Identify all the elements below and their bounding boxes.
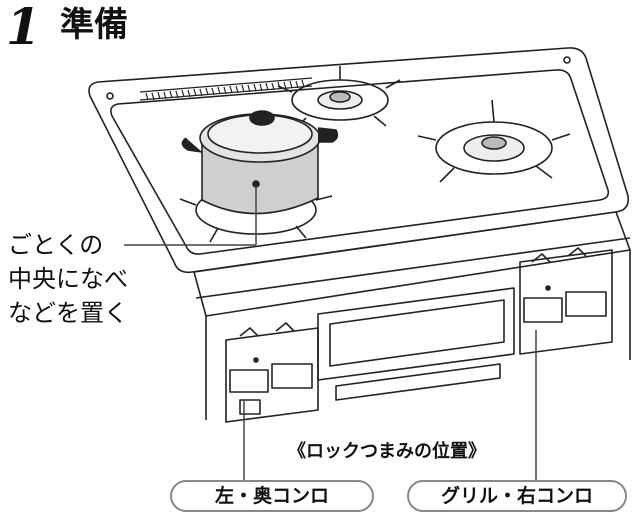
instruction-line: ごとくの [8,231,104,259]
cabinet-side [205,250,631,420]
burner-icon-right [417,99,571,183]
grill-door [317,287,515,401]
cooktop-inner-edge [110,69,610,255]
control-knob-icon-left [225,322,319,423]
callout-left-back-burner: 左・奥コンロ [170,480,374,512]
burner-icon-back [277,66,401,129]
step-number: 1 [6,0,41,56]
page-title: 準備 [60,5,128,45]
instruction-line: 中央になべ [8,265,128,293]
callout-grill-right-burner: グリル・右コンロ [407,480,627,512]
pot-icon [181,110,339,215]
instruction-note: ごとくの 中央になべ などを置く [8,228,128,330]
instruction-line: などを置く [8,299,128,327]
control-knob-icon-right [519,247,613,355]
lock-caption: 《ロックつまみの位置》 [288,441,486,462]
